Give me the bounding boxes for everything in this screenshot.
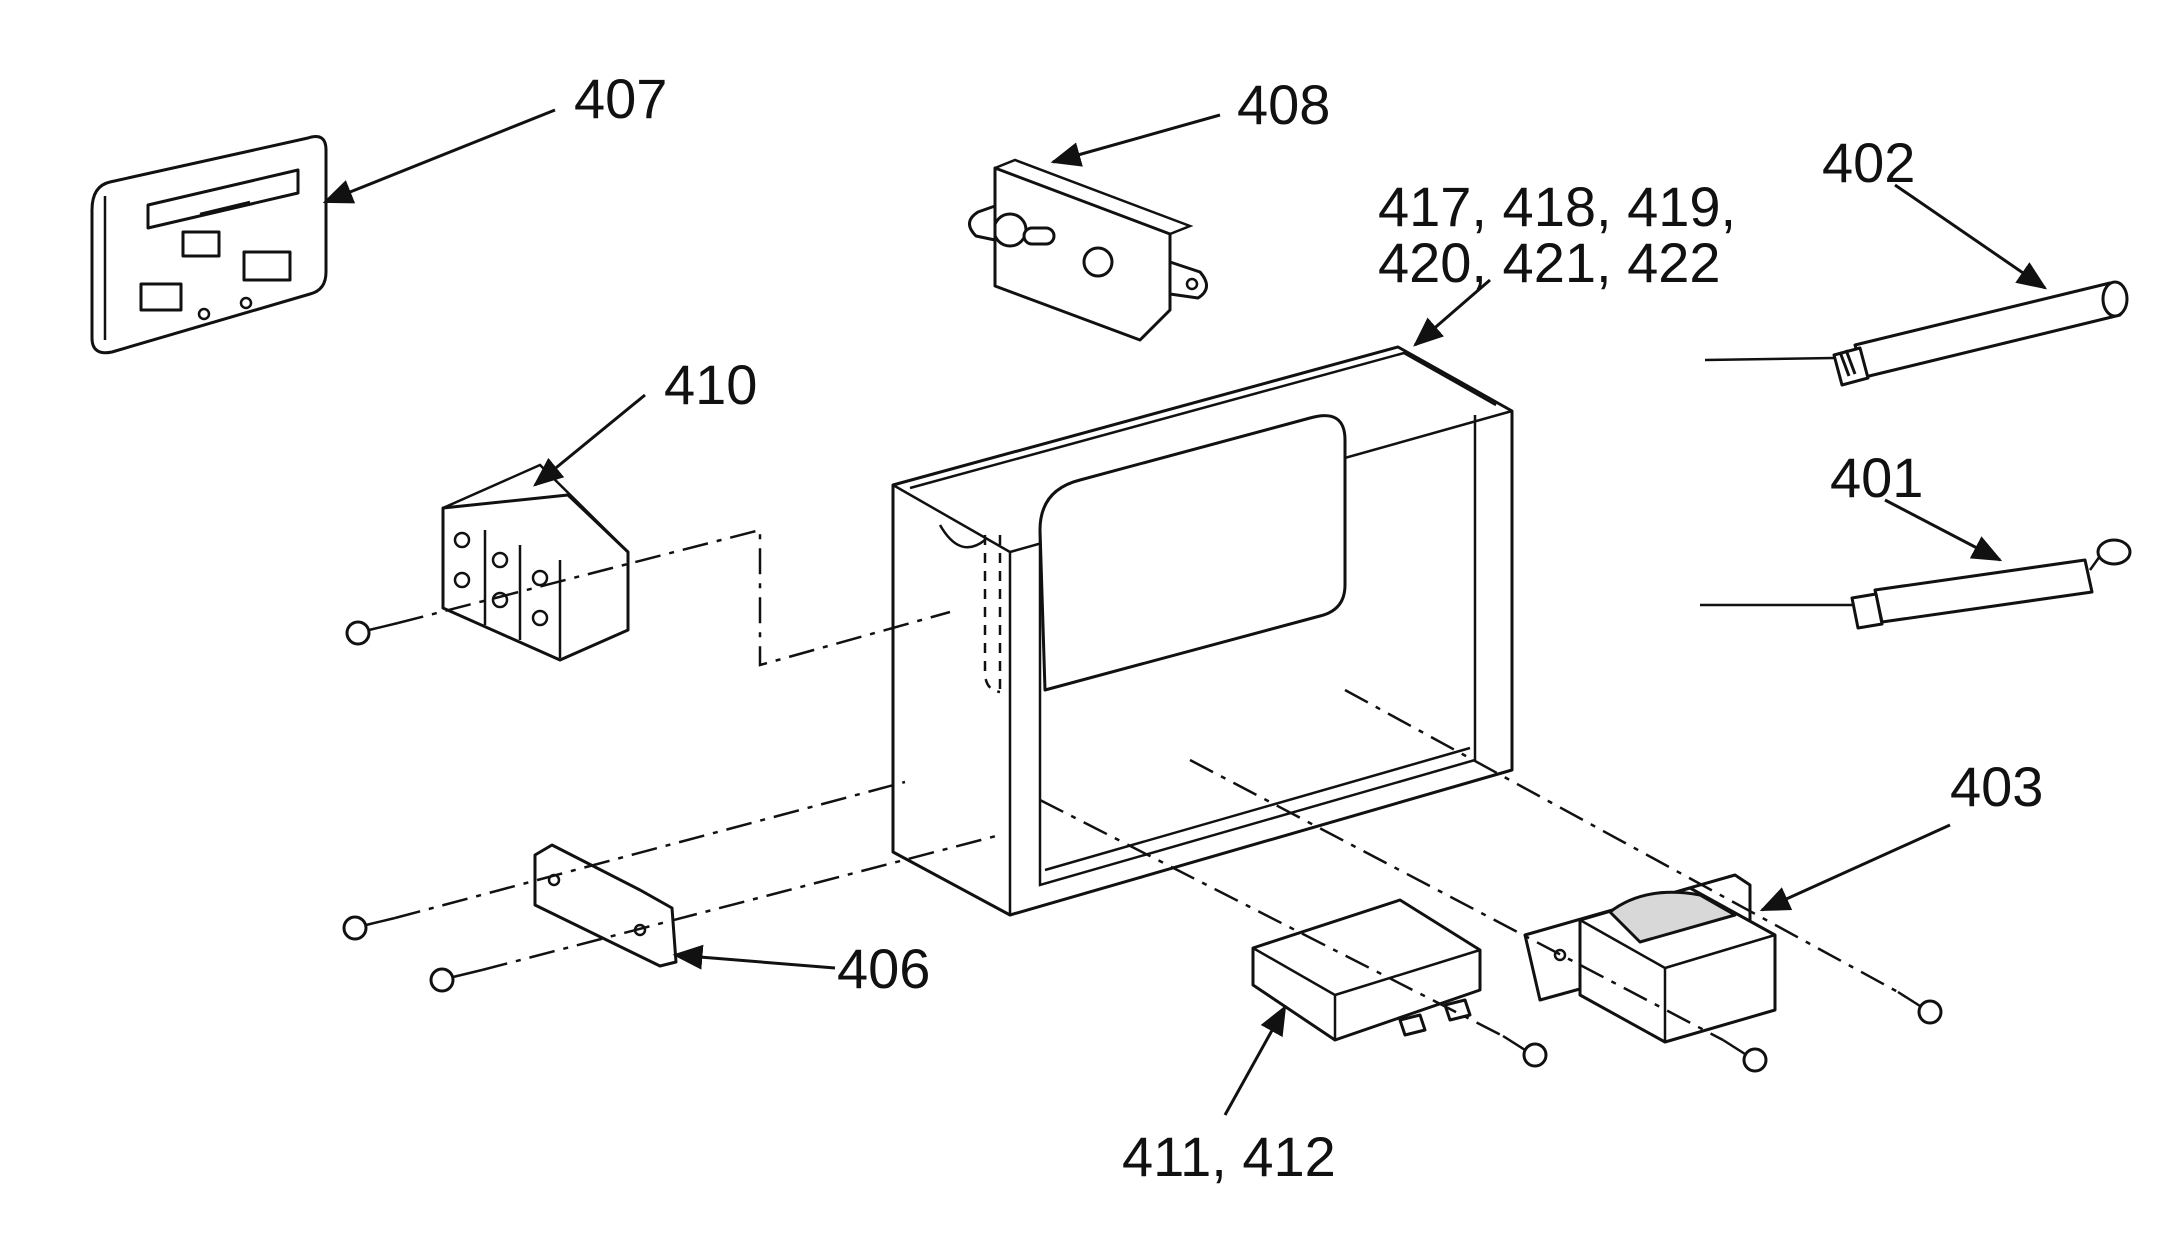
leader-arrows [322, 108, 2048, 1116]
callout-402: 402 [1822, 131, 1915, 194]
callout-401: 401 [1830, 446, 1923, 509]
screw-icon [1502, 1034, 1548, 1068]
callout-410: 410 [664, 353, 757, 416]
relay-411-412 [1251, 898, 1482, 1042]
assembly-lines [394, 528, 1899, 1042]
sensor-402 [1704, 280, 2129, 387]
screw-icon [429, 967, 483, 993]
callout-420-421-422: 420, 421, 422 [1378, 231, 1721, 294]
screw-icon [1722, 1038, 1768, 1073]
callout-411-412: 411, 412 [1122, 1125, 1336, 1188]
callout-417-418-419: 417, 418, 419, [1378, 175, 1736, 238]
screw-icon [1897, 990, 1943, 1025]
callout-408: 408 [1237, 73, 1330, 136]
callout-406: 406 [837, 937, 930, 1000]
cabinet-box [891, 345, 1514, 917]
control-panel-407 [90, 135, 328, 355]
rocker-switch-408 [968, 158, 1208, 342]
sensor-401 [1700, 538, 2132, 630]
screw-icon [345, 620, 399, 646]
screw-icon [342, 915, 396, 941]
transformer-403 [1523, 873, 1777, 1044]
terminal-block-410 [441, 463, 630, 662]
callout-407: 407 [574, 67, 667, 130]
callout-403: 403 [1950, 755, 2043, 818]
